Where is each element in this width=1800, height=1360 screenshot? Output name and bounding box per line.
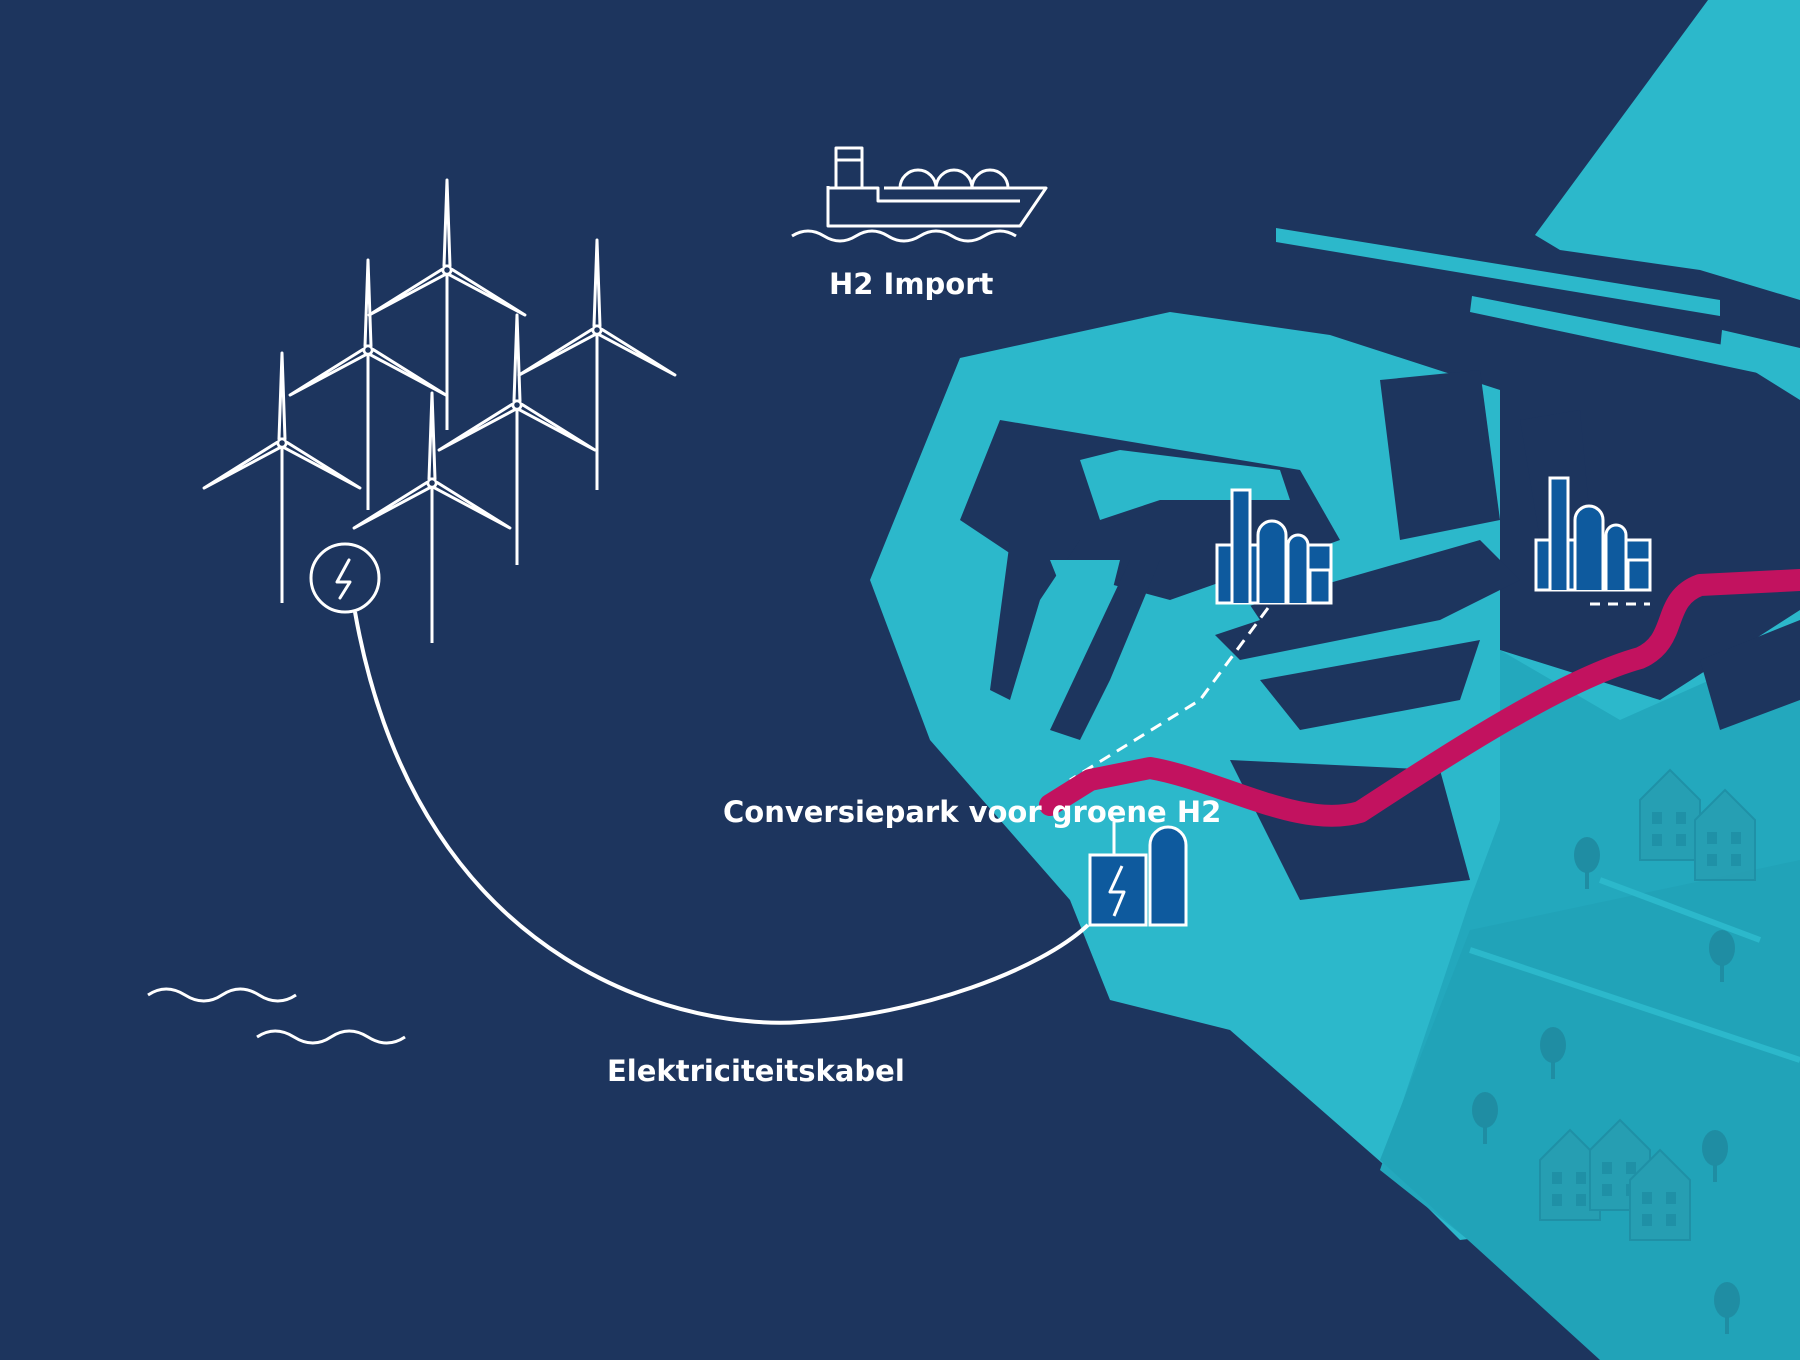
electricity-cable-label: Elektriciteitskabel (607, 1054, 905, 1088)
basin-9 (1700, 620, 1800, 730)
electrolyzer-icon (1088, 822, 1188, 927)
district-line (1469, 947, 1800, 1063)
basin-4 (1200, 540, 1520, 660)
basin-7 (1230, 760, 1470, 900)
factory-icon (1534, 476, 1652, 592)
breakwater-3 (1720, 330, 1800, 400)
basin-8 (1520, 410, 1590, 540)
basin-3 (1050, 560, 1160, 740)
breakwater-1 (1276, 228, 1720, 316)
tanker-ship-icon (791, 146, 1048, 243)
wave-icon (147, 987, 297, 1003)
hydrogen-pipeline (1039, 569, 1800, 827)
electricity-cable (353, 611, 1090, 1025)
basin-6 (1380, 370, 1500, 540)
h2-import-label: H2 Import (829, 267, 994, 301)
conversion-park-label: Conversiepark voor groene H2 (723, 795, 1222, 829)
wave-icon (256, 1029, 406, 1045)
basin-5 (1260, 640, 1480, 730)
mainland-north (1535, 0, 1800, 300)
basin-2 (990, 540, 1080, 700)
inland-area-lower (1380, 860, 1800, 1360)
pier-2 (1050, 560, 1120, 610)
breakwater-2 (1470, 296, 1800, 382)
substation-icon (309, 542, 381, 614)
district-line-2 (1598, 877, 1762, 943)
factory-icon (1215, 488, 1333, 605)
pier-1 (1080, 450, 1290, 520)
